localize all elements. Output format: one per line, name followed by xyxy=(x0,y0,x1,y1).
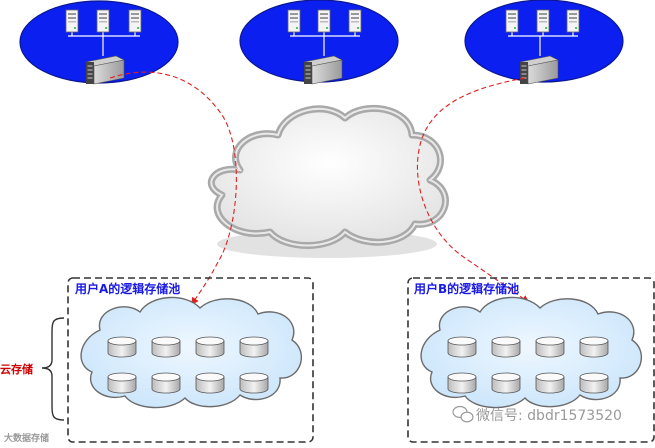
disk-cylinder-icon xyxy=(447,372,477,394)
disk-cylinder-icon xyxy=(447,336,477,358)
pool-title: 用户B的逻辑存储池 xyxy=(413,281,519,296)
disk-cylinder-icon xyxy=(107,372,137,394)
disk-cylinder-icon xyxy=(239,372,269,394)
cloud-icon xyxy=(207,104,449,258)
lan-network-1 xyxy=(19,0,179,85)
wechat-icon xyxy=(452,405,474,423)
disk-cylinder-icon xyxy=(579,336,609,358)
lan-network-3 xyxy=(464,0,624,85)
watermark: 微信号: dbdr1573520 大数据存储 xyxy=(4,405,622,444)
storage-pool-b: 用户B的逻辑存储池 xyxy=(407,277,655,443)
disk-cylinder-icon xyxy=(491,372,521,394)
side-label: 云存储 xyxy=(0,362,33,376)
disk-cylinder-icon xyxy=(195,372,225,394)
disk-cylinder-icon xyxy=(107,336,137,358)
disk-cylinder-icon xyxy=(151,336,181,358)
server-lan-icon xyxy=(508,32,578,56)
disk-cylinder-icon xyxy=(239,336,269,358)
tower-server-icon xyxy=(317,9,331,33)
disk-cylinder-icon xyxy=(579,372,609,394)
disk-cylinder-icon xyxy=(195,336,225,358)
storage-pool-a: 用户A的逻辑存储池 xyxy=(67,277,314,443)
pool-border xyxy=(407,277,655,443)
server-lan-icon xyxy=(290,32,360,56)
disk-cylinder-icon xyxy=(491,336,521,358)
access-links xyxy=(109,71,530,306)
tower-server-icon xyxy=(536,9,550,33)
link-user-b xyxy=(416,77,530,303)
pool-border xyxy=(67,277,314,443)
tower-server-icon xyxy=(65,9,79,33)
disk-cylinder-icon xyxy=(535,336,565,358)
tower-server-icon xyxy=(128,9,142,33)
tower-server-icon xyxy=(566,9,580,33)
lan-network-2 xyxy=(239,0,399,85)
wechat-id-text: 微信号: dbdr1573520 xyxy=(476,408,622,424)
pool-title: 用户A的逻辑存储池 xyxy=(74,281,180,296)
tower-server-icon xyxy=(287,9,301,33)
tower-server-icon xyxy=(505,9,519,33)
brace-icon xyxy=(41,317,65,421)
link-user-a xyxy=(109,71,237,306)
lan-ellipse xyxy=(464,0,624,83)
tower-server-icon xyxy=(348,9,362,33)
disk-cylinder-icon xyxy=(151,372,181,394)
source-watermark-text: 大数据存储 xyxy=(4,432,49,444)
tower-server-icon xyxy=(96,9,110,33)
disk-cylinder-icon xyxy=(535,372,565,394)
cloud-storage-bracket: 云存储 xyxy=(0,317,65,421)
server-lan-icon xyxy=(68,32,140,56)
